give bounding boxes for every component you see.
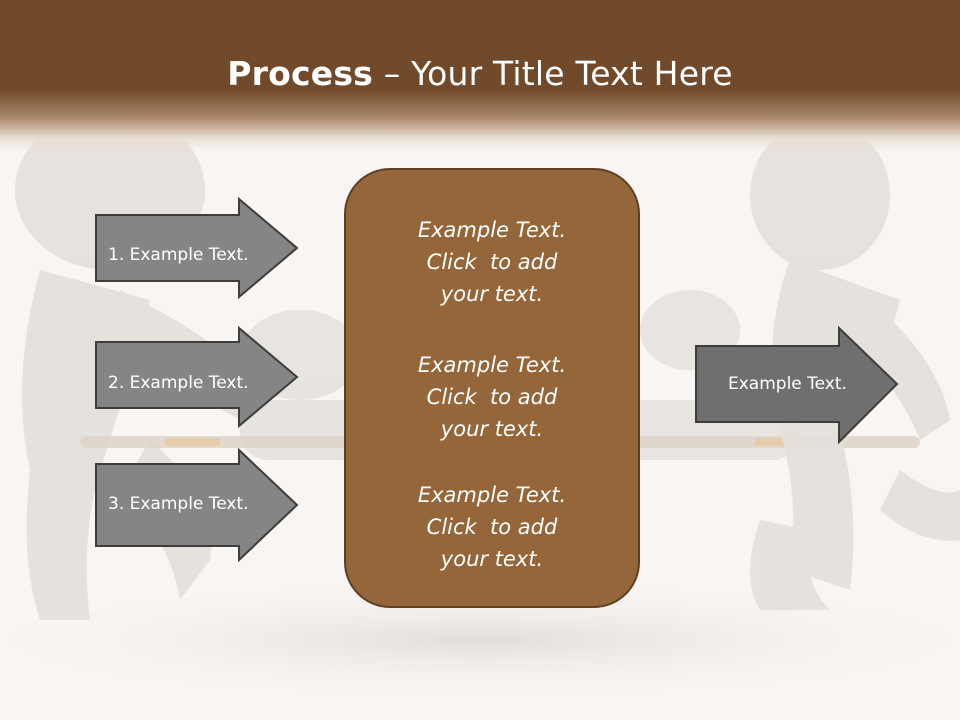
center-paragraph-2: Example Text. Click to add your text. [346,349,638,445]
header-band [0,0,960,150]
title-bold: Process [227,54,374,93]
right-arrow-label: Example Text. [728,374,847,394]
center-text-box: Example Text. Click to add your text. Ex… [344,168,640,608]
paragraph-line: your text. [440,417,544,441]
left-arrow-3: 3. Example Text. [94,448,299,562]
left-arrow-2: 2. Example Text. [94,326,299,428]
paragraph-line: Example Text. [417,483,567,507]
arrow-right-icon [95,197,299,299]
paragraph-line: Click to add [426,515,558,539]
paragraph-line: Click to add [426,250,558,274]
left-arrow-1: 1. Example Text. [94,197,299,299]
page-title: Process – Your Title Text Here [0,52,960,96]
arrow-right-icon [95,448,299,562]
center-paragraph-3: Example Text. Click to add your text. [346,479,638,575]
paragraph-line: Click to add [426,385,558,409]
arrow-right-icon [695,326,899,444]
paragraph-line: Example Text. [417,353,567,377]
left-arrow-label: 2. Example Text. [108,373,249,393]
arrow-right-icon [95,326,299,428]
title-rest: – Your Title Text Here [373,54,733,93]
paragraph-line: your text. [440,547,544,571]
left-arrow-label: 1. Example Text. [108,245,249,265]
left-arrow-label: 3. Example Text. [108,494,249,514]
paragraph-line: your text. [440,282,544,306]
right-arrow: Example Text. [694,326,899,444]
paragraph-line: Example Text. [417,218,567,242]
center-paragraph-1: Example Text. Click to add your text. [346,214,638,310]
